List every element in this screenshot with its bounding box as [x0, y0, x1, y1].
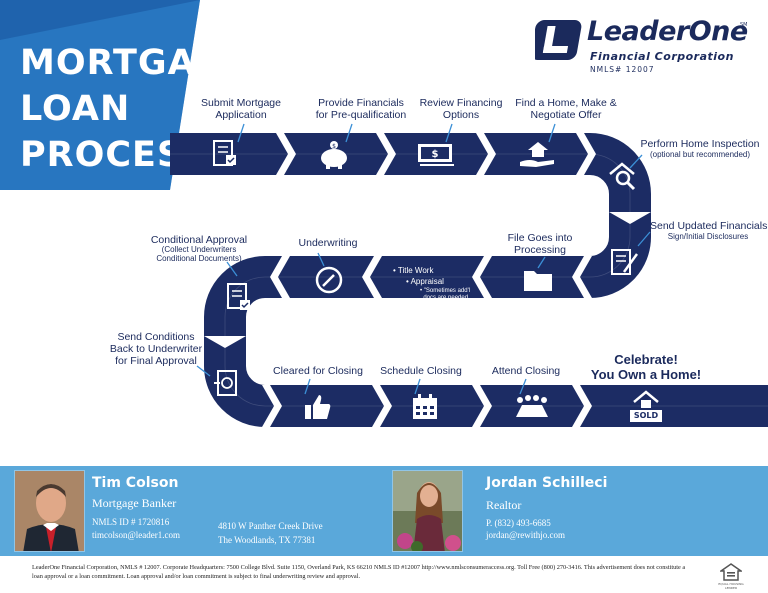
title-banner: [0, 0, 200, 190]
step-send-conditions: Send Conditions Back to Underwriter for …: [109, 331, 203, 367]
brand-subtitle: Financial Corporation: [590, 50, 734, 63]
send-conditions-icon: [214, 370, 237, 396]
brand-logo: LeaderOne SM Financial Corporation NMLS#…: [535, 16, 755, 76]
brand-tm: SM: [740, 22, 748, 28]
approval-document-icon: [227, 283, 250, 310]
note-additional-docs: • "Sometimes add'l docs are needed: [420, 288, 471, 301]
agent1-email[interactable]: timcolson@leader1.com: [92, 530, 181, 540]
pointer-lines: [196, 123, 651, 395]
step-processing: File Goes into Processing: [507, 232, 573, 256]
folder-icon: [524, 271, 552, 291]
step-conditional-approval-note: (Collect Underwriters Conditional Docume…: [156, 245, 242, 263]
application-form-icon: [213, 140, 236, 166]
agent-footer: Tim Colson Mortgage Banker NMLS ID # 172…: [0, 466, 768, 556]
step-celebrate: Celebrate! You Own a Home!: [590, 352, 702, 382]
title-line-1: MORTGAGE: [20, 43, 251, 83]
tim-colson-photo: [14, 470, 85, 552]
step-updated-financials-note: Sign/Initial Disclosures: [667, 232, 749, 241]
sign-document-icon: [611, 249, 639, 275]
hand-house-icon: [520, 142, 554, 167]
svg-text:$: $: [432, 149, 439, 160]
agent1-nmls-id: NMLS ID # 1720816: [92, 517, 170, 527]
note-title-work: • Title Work: [393, 266, 434, 275]
note-appraisal: • Appraisal: [406, 277, 444, 286]
step-home-inspection: Perform Home Inspection: [640, 138, 760, 150]
cash-stack-icon: $: [418, 144, 454, 166]
legal-disclaimer: LeaderOne Financial Corporation, NMLS # …: [32, 564, 686, 580]
thumbs-up-icon: [305, 395, 331, 419]
agent1-name: Tim Colson: [92, 475, 179, 491]
agent2-email[interactable]: jordan@rewithjo.com: [486, 530, 566, 540]
step-review-financing: Review Financing Options: [419, 97, 503, 121]
agent1-address-line1: 4810 W Panther Creek Drive: [218, 521, 323, 531]
step-home-inspection-note: (optional but recommended): [649, 150, 751, 159]
equal-housing-icon: [720, 563, 742, 581]
svg-text:$: $: [332, 143, 336, 150]
equal-housing-text: EQUAL HOUSING LENDER: [718, 582, 744, 590]
sold-sign-text: SOLD: [633, 411, 659, 420]
pen-circle-icon: [315, 266, 343, 294]
title-line-2: LOAN: [20, 89, 131, 129]
step-updated-financials: Send Updated Financials: [650, 220, 768, 232]
step-schedule-closing: Schedule Closing: [380, 365, 462, 377]
brand-name: LeaderOne: [587, 16, 748, 47]
inspection-magnifier-icon: [609, 162, 636, 191]
agent2-role: Realtor: [486, 498, 522, 512]
step-cleared-for-closing: Cleared for Closing: [273, 365, 363, 377]
meeting-table-icon: [516, 395, 548, 417]
piggy-bank-icon: $: [321, 141, 347, 169]
sold-house-icon: [630, 390, 662, 422]
agent1-role: Mortgage Banker: [92, 496, 177, 510]
step-find-home: Find a Home, Make & Negotiate Offer: [515, 97, 617, 121]
step-attend-closing: Attend Closing: [491, 365, 561, 377]
agent2-name: Jordan Schilleci: [486, 475, 608, 491]
logo-mark-icon: [535, 20, 582, 60]
agent2-phone[interactable]: P. (832) 493-6685: [486, 518, 551, 528]
step-conditional-approval: Conditional Approval: [150, 234, 248, 246]
brand-nmls: NMLS# 12007: [590, 65, 655, 74]
agent1-address-line2: The Woodlands, TX 77381: [218, 535, 316, 545]
road-chevrons: [204, 133, 651, 427]
jordan-schilleci-photo: [392, 470, 463, 552]
step-provide-financials: Provide Financials for Pre-qualification: [315, 97, 407, 121]
step-underwriting: Underwriting: [298, 237, 358, 249]
step-submit-application: Submit Mortgage Application: [201, 97, 281, 121]
calendar-icon: [413, 394, 437, 419]
process-road: [170, 133, 768, 427]
